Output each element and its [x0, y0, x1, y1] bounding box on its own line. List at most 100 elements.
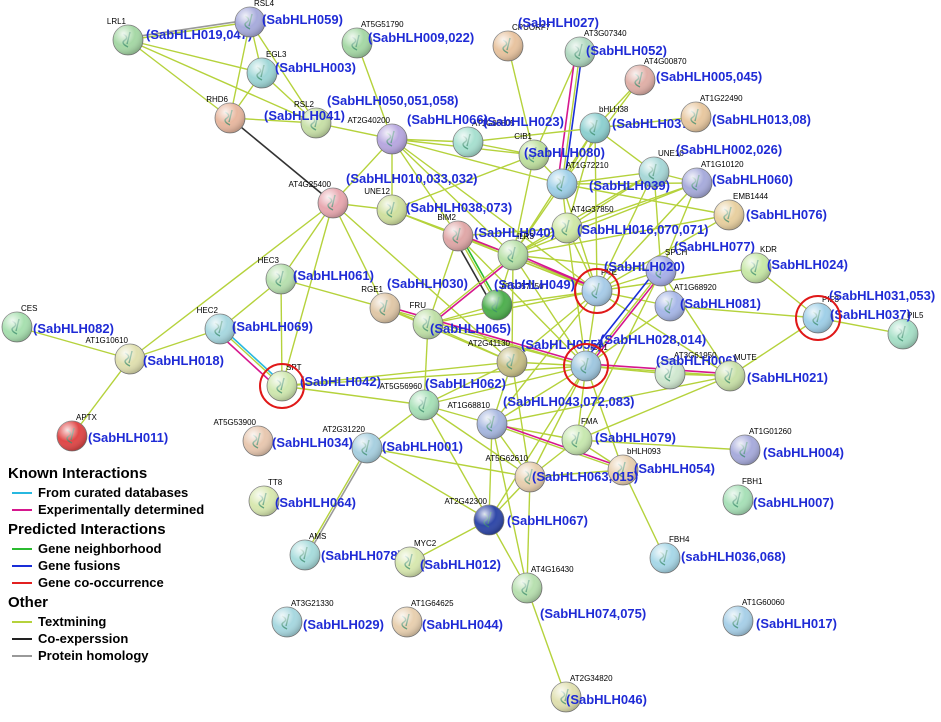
- node-spch[interactable]: SPCH(SabHLH077): [645, 239, 755, 287]
- node-at4g16430[interactable]: AT4G16430(SabHLH074,075): [511, 565, 646, 621]
- node-at5g57150[interactable]: AT5G57150(SabHLH049): [481, 277, 575, 321]
- node-at3g61950[interactable]: AT3G61950(SabHLH006): [654, 351, 737, 390]
- sabhlh-label: (SabHLH038,073): [406, 200, 512, 215]
- node-shine: [741, 253, 771, 283]
- legend-item: Protein homology: [8, 647, 204, 664]
- node-fbh4[interactable]: FBH4(sabHLH036,068): [649, 535, 786, 574]
- node-cib1[interactable]: CIB1(SabHLH023): [483, 114, 564, 171]
- gene-label: AT1G60060: [742, 598, 785, 607]
- edge-textmining: [423, 404, 531, 478]
- node-at1g01260[interactable]: AT1G01260(SabHLH004): [729, 427, 844, 466]
- highlight-ring-spt: [259, 363, 305, 409]
- node-at2g34820[interactable]: AT2G34820(SabHLH046): [550, 674, 647, 713]
- gene-label: TT8: [268, 478, 283, 487]
- edge-textmining: [423, 404, 490, 521]
- node-fru[interactable]: FRU(SabHLH065): [410, 301, 511, 340]
- node-shine: [395, 547, 425, 577]
- node-at2g40200[interactable]: AT2G40200(SabHLH050,051,058): [327, 93, 459, 155]
- node-hec2[interactable]: HEC2(SabHLH069): [197, 306, 313, 345]
- legend-predicted-title: Predicted Interactions: [8, 521, 166, 538]
- node-at1g68920[interactable]: AT1G68920(SabHLH081): [654, 283, 761, 322]
- node-cpuorf7[interactable]: CPUORF7(SabHLH027): [492, 15, 599, 62]
- node-lrl1[interactable]: LRL1(SabHLH019,047): [107, 17, 252, 56]
- node-ilr3[interactable]: ILR3(SabHLH016,070,071): [497, 222, 709, 271]
- node-at3g21330[interactable]: AT3G21330(SabHLH029): [271, 599, 384, 638]
- node-shine: [247, 58, 277, 88]
- node-at2g41130[interactable]: AT2G41130(SabHLH055): [468, 337, 602, 378]
- node-at4g00870[interactable]: AT4G00870(SabHLH005,045): [624, 57, 762, 96]
- node-at1g05805[interactable]: AT1G05805(SabHLH066): [407, 112, 515, 158]
- node-spt[interactable]: SPT(SabHLH042): [266, 363, 381, 402]
- node-pil5[interactable]: PIL5(SabHLH037): [830, 307, 924, 350]
- node-at2g31220[interactable]: AT2G31220(SabHLH001): [322, 425, 463, 464]
- edge-textmining: [596, 214, 730, 292]
- node-rge1[interactable]: RGE1(SabHLH030): [361, 276, 468, 324]
- node-at1g60060[interactable]: AT1G60060(SabHLH017): [722, 598, 837, 637]
- sabhlh-label: (SabHLH060): [712, 172, 793, 187]
- gene-label: AT1G05805: [472, 119, 515, 128]
- legend-label: From curated databases: [38, 485, 189, 500]
- node-at3g07340[interactable]: AT3G07340(SabHLH052): [564, 29, 667, 68]
- edge-textmining: [304, 447, 368, 556]
- node-at5g56960[interactable]: AT5G56960(SabHLH062): [379, 376, 506, 421]
- node-at4g37850[interactable]: AT4G37850(SabHLH039): [551, 178, 670, 244]
- node-fma[interactable]: FMA(SabHLH079): [561, 417, 676, 456]
- node-at1g22490[interactable]: AT1G22490 (SabHLH013,08): [680, 94, 811, 133]
- edge-textmining: [16, 326, 131, 360]
- node-at5g51790[interactable]: AT5G51790(SabHLH009,022): [341, 20, 474, 59]
- node-at5g53900[interactable]: AT5G53900(SabHLH034): [213, 418, 353, 457]
- node-tt8[interactable]: TT8 (SabHLH064): [248, 478, 356, 517]
- node-at4g25400[interactable]: AT4G25400(SabHLH010,033,032): [288, 171, 478, 219]
- gene-label: bHLH093: [627, 447, 661, 456]
- node-emb1444[interactable]: EMB1444(SabHLH076): [713, 192, 827, 231]
- edge-textmining: [281, 365, 587, 387]
- node-hec3[interactable]: HEC3(SabHLH061): [258, 256, 374, 295]
- edge-textmining: [596, 267, 757, 292]
- node-une10[interactable]: UNE10(SabHLH002,026): [638, 142, 782, 188]
- highlight-ring-ice1: [563, 343, 609, 389]
- node-myc2[interactable]: MYC2(SabHLH012): [394, 539, 501, 578]
- sabhlh-label: (SabHLH064): [275, 495, 356, 510]
- node-bhlh38[interactable]: bHLH38(SabHLH037): [579, 105, 693, 144]
- node-rsl4[interactable]: RSL4(SabHLH059): [234, 0, 343, 38]
- gene-label: MYC2: [414, 539, 437, 548]
- node-une12[interactable]: UNE12(SabHLH038,073): [364, 187, 512, 226]
- node-at1g64625[interactable]: AT1G64625(SabHLH044): [391, 599, 503, 638]
- gene-label: FRU: [410, 301, 427, 310]
- sabhlh-label: (SabHLH002,026): [676, 142, 782, 157]
- node-at1g68810[interactable]: AT1G68810(SabHLH043,072,083): [447, 394, 635, 440]
- node-at1g10610[interactable]: AT1G10610(SabHLH018): [85, 336, 224, 375]
- node-at2g42300[interactable]: AT2G42300(SabHLH067): [444, 497, 588, 536]
- node-shine: [714, 200, 744, 230]
- node-ces[interactable]: CES(SabHLH082): [1, 304, 114, 343]
- legend-swatch: [12, 637, 32, 640]
- node-rsl2[interactable]: RSL2(SabHLH041): [264, 100, 345, 139]
- edge-textmining: [488, 423, 493, 521]
- gene-label: AT2G42300: [444, 497, 487, 506]
- node-at1g10120[interactable]: AT1G10120(SabHLH060): [681, 160, 793, 199]
- node-ams[interactable]: AMS(SabHLH078): [289, 532, 402, 571]
- node-mute[interactable]: MUTE(SabHLH021): [714, 353, 828, 392]
- node-kdr[interactable]: KDR(SabHLH024): [740, 245, 848, 284]
- edge-experimental: [428, 256, 515, 327]
- sabhlh-label: (SabHLH007): [753, 495, 834, 510]
- node-aptx[interactable]: APTX(SabHLH011): [56, 413, 168, 452]
- node-at1g72210[interactable]: AT1G72210(SabHLH080): [524, 145, 609, 200]
- sabhlh-label: (SabHLH049): [494, 277, 575, 292]
- sabhlh-label: (SabHLH013,08): [712, 112, 811, 127]
- node-egl3[interactable]: EGL3(SabHLH003): [246, 50, 356, 89]
- gene-label: AT2G31220: [322, 425, 365, 434]
- edge-experimental: [587, 271, 664, 368]
- node-rhd6[interactable]: RHD6: [206, 95, 246, 134]
- gene-label: ILR3: [517, 232, 534, 241]
- edge-textmining: [491, 423, 528, 589]
- node-shine: [243, 426, 273, 456]
- node-bim2[interactable]: BIM2(SabHLH040): [437, 213, 555, 252]
- gene-label: AT1G22490: [700, 94, 743, 103]
- node-at5g62610[interactable]: AT5G62610(SabHLH063,015): [485, 454, 638, 493]
- node-bhlh093[interactable]: bHLH093(SabHLH054): [607, 447, 715, 486]
- node-fbh1[interactable]: FBH1(SabHLH007): [722, 477, 834, 516]
- edge-textmining: [529, 365, 587, 478]
- node-pif3[interactable]: PIF3(SabHLH031,053): [802, 288, 935, 334]
- edge-textmining: [229, 21, 251, 119]
